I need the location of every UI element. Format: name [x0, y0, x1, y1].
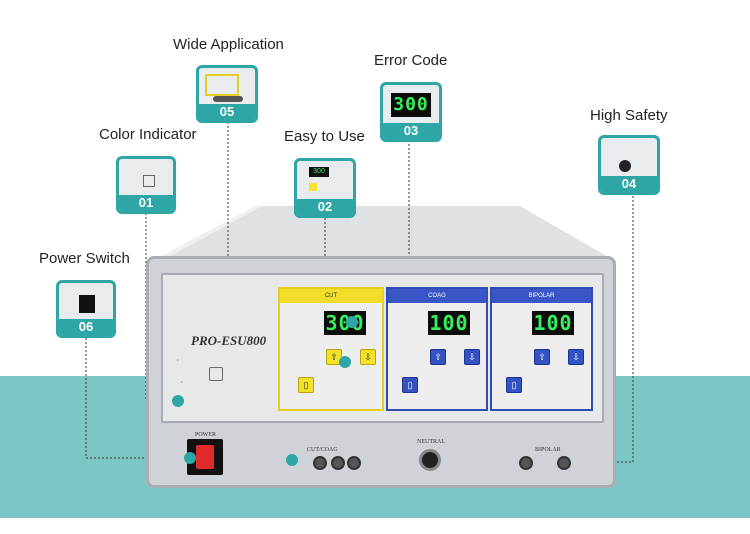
callout-dot-03: [346, 316, 358, 328]
power-indicator-text: •: [177, 357, 179, 362]
thumbnail-high-safety: 04: [598, 135, 660, 195]
wide-application-label: Wide Application: [173, 36, 284, 53]
brand-label: PRO-ESU800: [191, 333, 267, 348]
thumb-number-06: 06: [59, 319, 113, 335]
cut-display: 300: [324, 311, 366, 335]
thumb-number-03: 03: [383, 123, 439, 139]
bipolar-port-1[interactable]: [519, 456, 533, 470]
callout-dot-01: [172, 395, 184, 407]
thumb-number-01: 01: [119, 195, 173, 211]
coag-mode-button[interactable]: ▯: [402, 377, 418, 393]
easy-thumb-button: [309, 183, 317, 191]
coag-display: 100: [428, 311, 470, 335]
cut-coag-port-1[interactable]: [313, 456, 327, 470]
neutral-label: NEUTRAL: [417, 439, 445, 445]
easy-thumb-display: 300: [309, 167, 329, 177]
high-safety-label: High Safety: [590, 107, 668, 124]
bipolar-down-button[interactable]: ⇩: [568, 349, 584, 365]
thumbnail-wide-application: 05: [196, 65, 258, 123]
callout-dot-05: [286, 454, 298, 466]
error-code-label: Error Code: [374, 52, 448, 69]
thumb-number-04: 04: [601, 176, 657, 192]
cut-coag-port-2[interactable]: [331, 456, 345, 470]
device-front-panel: PRO-ESU800 • • CUT 300 ⇧ ⇩ ▯ COAG 100 ⇧ …: [146, 256, 616, 488]
cut-mode-button[interactable]: ▯: [298, 377, 314, 393]
power-rocker: [196, 445, 214, 469]
memory-button[interactable]: [209, 367, 223, 381]
bipolar-port-label: BIPOLAR: [535, 447, 561, 453]
cut-coag-label: CUT/COAG: [307, 447, 338, 453]
cut-up-button[interactable]: ⇧: [326, 349, 342, 365]
error-code-display: 300: [391, 93, 431, 117]
indicator-thumb-icon: [143, 175, 155, 187]
thumb-number-05: 05: [199, 104, 255, 120]
thumbnail-power-switch: 06: [56, 280, 116, 338]
cut-panel: CUT 300 ⇧ ⇩ ▯: [278, 287, 384, 411]
bipolar-port-2[interactable]: [557, 456, 571, 470]
power-switch-thumb-icon: [79, 295, 95, 313]
high-safety-thumb-port: [619, 160, 631, 172]
thumbnail-color-indicator: 01: [116, 156, 176, 214]
thumbnail-easy-to-use: 300 02: [294, 158, 356, 218]
coag-panel-title: COAG: [388, 289, 486, 303]
coag-panel: COAG 100 ⇧ ⇩ ▯: [386, 287, 488, 411]
callout-dot-06: [184, 452, 196, 464]
coag-up-button[interactable]: ⇧: [430, 349, 446, 365]
control-panel: PRO-ESU800 • • CUT 300 ⇧ ⇩ ▯ COAG 100 ⇧ …: [161, 273, 604, 423]
cut-down-button[interactable]: ⇩: [360, 349, 376, 365]
cut-panel-title: CUT: [280, 289, 382, 303]
bipolar-mode-button[interactable]: ▯: [506, 377, 522, 393]
power-label: POWER: [195, 432, 216, 438]
color-indicator-label: Color Indicator: [99, 126, 197, 143]
easy-to-use-label: Easy to Use: [284, 128, 365, 145]
indicator-dot: •: [181, 379, 183, 384]
bipolar-display: 100: [532, 311, 574, 335]
thumbnail-error-code: 300 03: [380, 82, 442, 142]
bipolar-panel: BIPOLAR 100 ⇧ ⇩ ▯: [490, 287, 593, 411]
cut-coag-port-3[interactable]: [347, 456, 361, 470]
coag-down-button[interactable]: ⇩: [464, 349, 480, 365]
wide-application-thumb-panel: [205, 74, 239, 96]
bipolar-up-button[interactable]: ⇧: [534, 349, 550, 365]
power-switch-label: Power Switch: [39, 250, 130, 267]
thumb-number-02: 02: [297, 199, 353, 215]
bipolar-panel-title: BIPOLAR: [492, 289, 591, 303]
callout-dot-02: [339, 356, 351, 368]
wide-application-thumb-port: [213, 96, 243, 102]
neutral-port[interactable]: [419, 449, 441, 471]
